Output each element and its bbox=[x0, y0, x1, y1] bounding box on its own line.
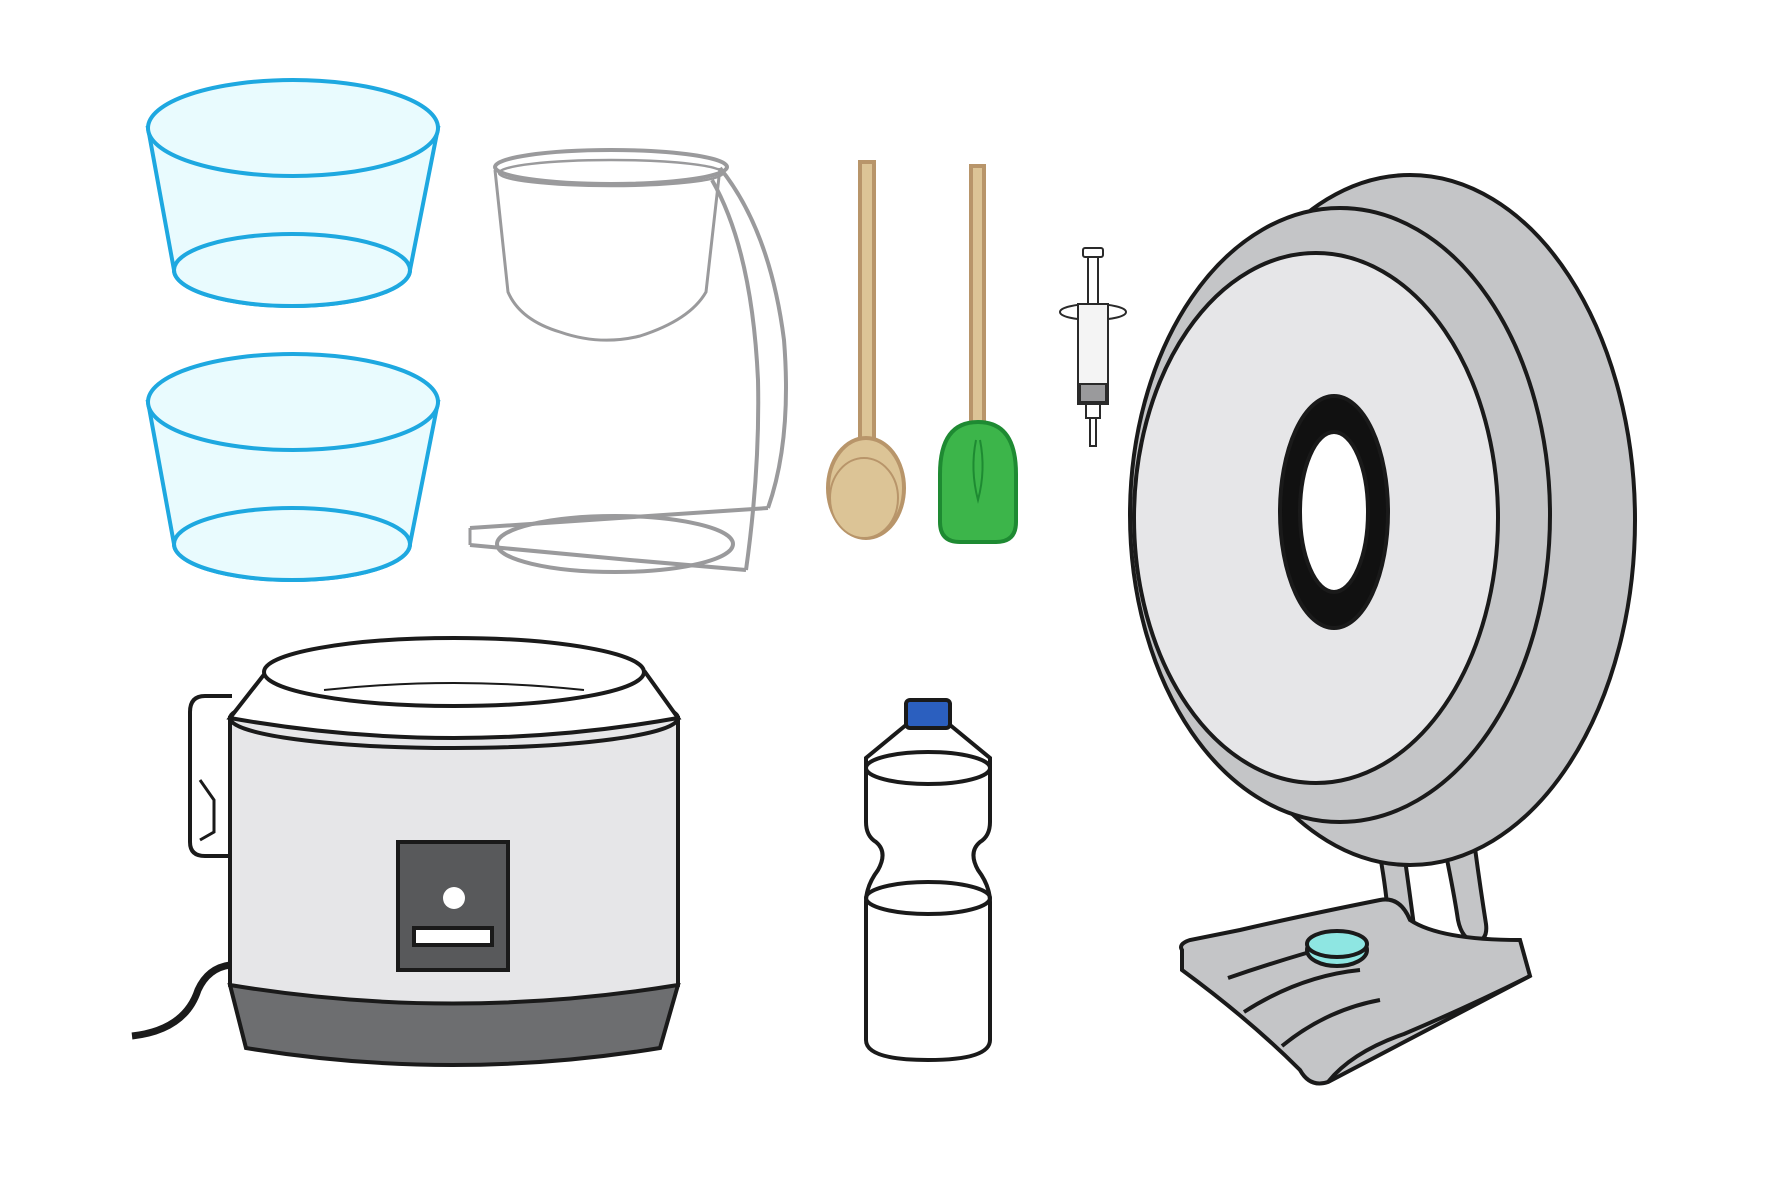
glass-pitcher bbox=[468, 148, 788, 574]
electric-fan bbox=[1128, 173, 1637, 1086]
rice-cooker bbox=[131, 636, 682, 1067]
wooden-spoon bbox=[826, 160, 906, 540]
mixing-bowl-bottom bbox=[145, 352, 441, 582]
water-bottle bbox=[864, 698, 992, 1063]
silicone-spatula bbox=[938, 164, 1018, 544]
syringe bbox=[1059, 247, 1127, 447]
mixing-bowl-top bbox=[145, 78, 441, 308]
